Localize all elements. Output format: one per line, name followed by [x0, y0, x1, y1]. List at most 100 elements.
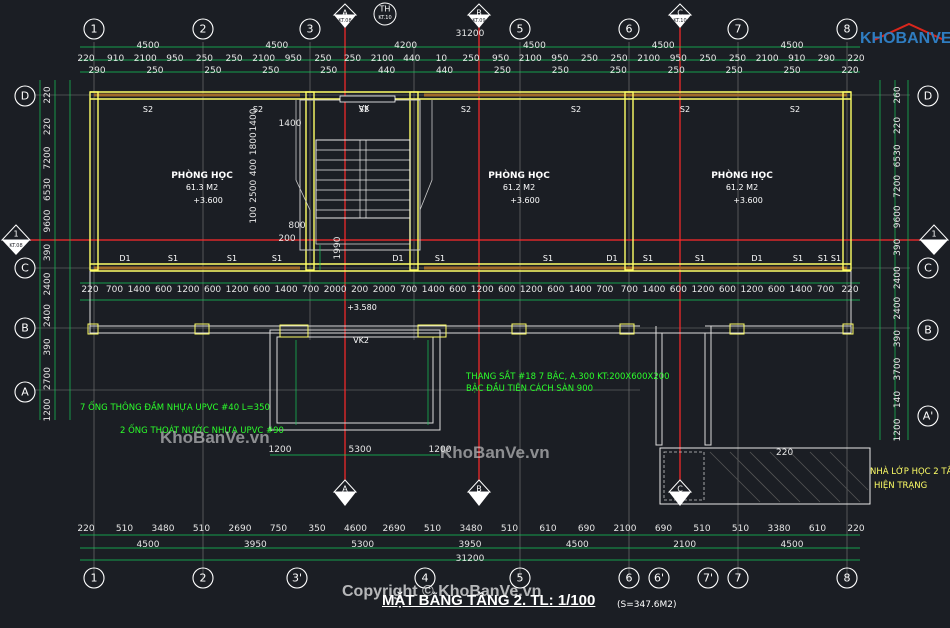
dim-right-5: 390 — [893, 238, 903, 255]
grid-bubble-bottom-8: 7 — [727, 567, 749, 589]
dim-top-detail-10: 2100 — [371, 54, 394, 64]
grid-bubble-top-2-label: 3 — [307, 23, 314, 36]
dim-bottom-detail-16: 510 — [693, 524, 710, 534]
dim-left-5: 390 — [43, 244, 53, 261]
window-tag-mid-4: D1 — [392, 254, 403, 263]
dim-top-extra-0: 290 — [88, 66, 105, 76]
dim-bottom-detail-14: 2100 — [614, 524, 637, 534]
section-tag-b-bottom: B — [466, 479, 492, 506]
dim-top-detail-23: 2100 — [756, 54, 779, 64]
watermark-center: KhoBanVe.vn — [440, 443, 550, 462]
dim-top-detail-13: 250 — [462, 54, 479, 64]
dim-stair-200: 200 — [278, 234, 295, 244]
section-tag-th-label: TH — [379, 5, 391, 14]
dim-bottom-detail-11: 510 — [501, 524, 518, 534]
dim-top-detail-21: 250 — [699, 54, 716, 64]
dim-stair-top: 1400 — [279, 119, 302, 129]
dim-mid-12: 2000 — [373, 285, 396, 295]
dim-left-7: 2400 — [43, 304, 53, 327]
window-tag-mid-9: S1 — [695, 254, 705, 263]
dim-bottom-detail-17: 510 — [732, 524, 749, 534]
grid-bubble-top-2-circle — [299, 18, 321, 40]
dim-stair-800: 800 — [288, 221, 305, 231]
grid-bubble-bottom-9-circle — [836, 567, 858, 589]
grid-bubble-bottom-9: 8 — [836, 567, 858, 589]
grid-bubble-bottom-0-label: 1 — [91, 572, 98, 585]
section-tag-b-ref: KT.09 — [472, 18, 485, 24]
grid-bubble-left-3-label: A — [21, 386, 29, 399]
dim-left-8: 390 — [43, 338, 53, 355]
dim-mid-27: 1200 — [740, 285, 763, 295]
dim-bottom-bay-6: 4500 — [781, 540, 804, 550]
grid-bubble-left-1: C — [14, 257, 36, 279]
dim-top-detail-22: 250 — [729, 54, 746, 64]
grid-bubble-top-10-circle — [836, 18, 858, 40]
dim-bottom-detail-18: 3380 — [768, 524, 791, 534]
dim-stair-3: 2500 — [249, 180, 259, 203]
dim-mid-22: 700 — [621, 285, 638, 295]
section-tag-b-label: B — [476, 9, 482, 18]
grid-bubble-top-10: 8 — [836, 18, 858, 40]
dim-bottom-bay-3: 3950 — [459, 540, 482, 550]
dim-top-bay-4: 4500 — [652, 41, 675, 51]
dim-top-bay-0: 4500 — [137, 41, 160, 51]
dim-top-detail-1: 910 — [107, 54, 124, 64]
drawing-title: MẶT BẰNG TẦNG 2. TL: 1/100 — [382, 592, 596, 609]
dim-stair-2: 400 — [249, 159, 259, 176]
dim-top-detail-17: 250 — [581, 54, 598, 64]
section-tag-1-left: 1 KT.08 — [0, 224, 32, 255]
dim-top-bay-2: 4200 — [394, 41, 417, 51]
dim-top-detail-19: 2100 — [637, 54, 660, 64]
dim-bottom-detail-20: 220 — [847, 524, 864, 534]
grid-bubble-right-3: A' — [917, 405, 939, 427]
grid-bubble-left-2-label: B — [21, 322, 29, 335]
dim-top-overall: 31200 — [456, 29, 485, 39]
grid-bubble-top-2: 3 — [299, 18, 321, 40]
stair — [295, 95, 433, 251]
dim-stair-bottom-1: 5300 — [349, 445, 372, 455]
dim-mid-5: 600 — [204, 285, 221, 295]
dim-bottom-bay-5: 2100 — [673, 540, 696, 550]
dim-bottom-bay-4: 4500 — [566, 540, 589, 550]
dim-left-0: 220 — [43, 86, 53, 103]
grid-bubble-bottom-1-label: 2 — [200, 572, 207, 585]
grid-bubble-top-9-label: 7 — [735, 23, 742, 36]
stair-level: +3.580 — [347, 303, 377, 312]
grid-bubble-left-0-label: D — [21, 90, 29, 103]
room-2-area: 61.2 M2 — [503, 183, 535, 192]
copyright: Copyright © KhoBanVe.vn — [342, 583, 542, 600]
grid-bubble-right-0-label: D — [924, 90, 932, 103]
dim-stair-0: 1400 — [249, 108, 259, 131]
dim-top-detail-9: 250 — [344, 54, 361, 64]
grid-bubble-top-0-label: 1 — [91, 23, 98, 36]
dim-mid-11: 200 — [351, 285, 368, 295]
dim-mid-6: 1200 — [226, 285, 249, 295]
grid-bubble-left-0-circle — [14, 85, 36, 107]
grid-bubble-top-6-label: 5 — [517, 23, 524, 36]
window-tag-mid-2: S1 — [227, 254, 237, 263]
dim-stair-1990: 1990 — [333, 236, 343, 259]
dim-top-detail-11: 440 — [403, 54, 420, 64]
dim-top-extra-4: 250 — [320, 66, 337, 76]
dim-mid-7: 600 — [253, 285, 270, 295]
grid-bubble-left-2-circle — [14, 317, 36, 339]
grid-bubble-bottom-4-label: 5 — [517, 572, 524, 585]
grid-bubble-top-6-circle — [509, 18, 531, 40]
grid-bubble-top-9-circle — [727, 18, 749, 40]
dim-right-8: 390 — [893, 330, 903, 347]
grid-bubble-top-0-circle — [83, 18, 105, 40]
dim-mid-14: 1400 — [422, 285, 445, 295]
grid-bubble-right-2: B — [917, 319, 939, 341]
grid-bubble-bottom-2-label: 3' — [292, 572, 302, 585]
dim-left-10: 1200 — [43, 398, 53, 421]
existing-dim: 220 — [776, 448, 793, 458]
grid-bubble-top-1-label: 2 — [200, 23, 207, 36]
grid-bubble-bottom-0: 1 — [83, 567, 105, 589]
dim-stair-bottom-2: 1200 — [429, 445, 452, 455]
note-stair-spec: THANG SẮT #18 7 BẬC, A.300 KT:200X600X20… — [465, 369, 670, 382]
room-1-name: PHÒNG HỌC — [171, 169, 233, 181]
window-tag-mid-11: S1 — [793, 254, 803, 263]
window-tag-top-4: S2 — [571, 105, 581, 114]
